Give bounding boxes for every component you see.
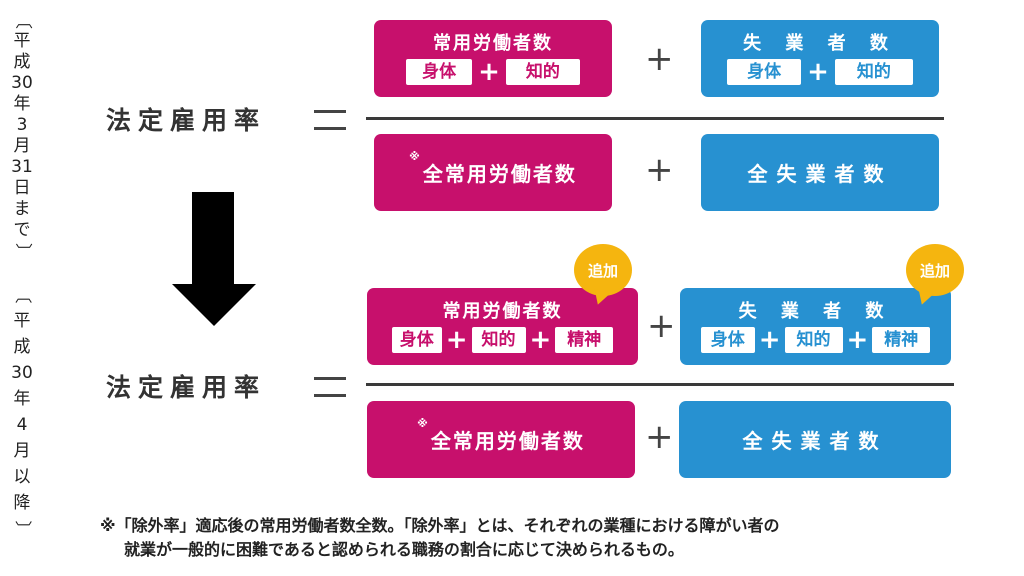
chip-intellectual: 知的 — [471, 326, 526, 353]
added-badge: 追加 — [906, 244, 964, 296]
chip-plus: + — [846, 324, 869, 355]
added-badge-text: 追加 — [919, 261, 950, 280]
footnote-line-1: ※「除外率」適応後の常用労働者数全数。「除外率」とは、それぞれの業種における障が… — [100, 516, 780, 535]
unemployed-numerator-box: 失 業 者 数 身体 + 知的 — [701, 20, 939, 97]
chip-intellectual: 知的 — [834, 58, 913, 85]
legal-employment-rate-label: 法定雇用率 — [106, 373, 267, 402]
bracket-open: 〔 — [12, 12, 33, 29]
all-unemployed-denominator-box: 全失業者数 — [679, 401, 951, 478]
period-char: ま — [13, 199, 31, 219]
chip-plus: + — [478, 56, 500, 87]
period-char: 日 — [13, 178, 31, 198]
added-badge: 追加 — [574, 244, 632, 296]
period-char: で — [13, 220, 31, 240]
period-char: 月 — [13, 441, 31, 461]
plus-sign: + — [645, 39, 674, 79]
fraction-line — [366, 383, 954, 386]
footnote: ※「除外率」適応後の常用労働者数全数。「除外率」とは、それぞれの業種における障が… — [100, 514, 780, 562]
box-title: ※全常用労働者数 — [409, 150, 577, 187]
chip-physical: 身体 — [727, 58, 802, 85]
bracket-close: 〕 — [12, 243, 33, 260]
period-char: 30 — [11, 363, 33, 383]
equals-sign — [314, 377, 346, 397]
all-employees-denominator-box: ※全常用労働者数 — [374, 134, 612, 211]
footnote-mark: ※ — [409, 150, 422, 163]
period-char: 3 — [16, 115, 28, 135]
chip-physical: 身体 — [406, 58, 473, 85]
chip-intellectual: 知的 — [784, 326, 843, 353]
chip-physical: 身体 — [391, 326, 442, 353]
box-title-text: 全常用労働者数 — [422, 162, 577, 186]
chip-plus: + — [807, 56, 829, 87]
plus-sign: + — [645, 417, 674, 457]
equals-sign — [314, 110, 346, 130]
box-title: 常用労働者数 — [433, 32, 553, 54]
chip-group: 身体 + 知的 + 精神 — [391, 324, 614, 355]
chip-mental: 精神 — [872, 326, 931, 353]
plus-sign: + — [647, 306, 676, 346]
fraction-line — [366, 117, 944, 120]
box-title-text: 全常用労働者数 — [430, 429, 585, 453]
chip-group: 身体 + 知的 + 精神 — [700, 324, 931, 355]
box-title: 失 業 者 数 — [743, 32, 897, 54]
period-char: 30 — [11, 73, 33, 93]
box-title: 失 業 者 数 — [738, 300, 893, 322]
added-badge-text: 追加 — [587, 261, 618, 280]
employees-numerator-box: 常用労働者数 身体 + 知的 — [374, 20, 612, 97]
footnote-line-2: 就業が一般的に困難であると認められる職務の割合に応じて決められるもの。 — [124, 540, 684, 559]
period-label-before: 〔 平 成 30 年 3 月 31 日 ま で 〕 — [10, 10, 34, 262]
period-char: 年 — [13, 389, 31, 409]
chip-plus: + — [445, 324, 468, 355]
bracket-close: 〕 — [12, 520, 32, 538]
period-label-after: 〔 平 成 30 年 4 月 以 降 〕 — [10, 282, 34, 542]
period-char: 降 — [13, 493, 31, 513]
period-char: 平 — [13, 31, 31, 51]
plus-sign: + — [645, 150, 674, 190]
period-char: 月 — [13, 136, 31, 156]
box-title: 全失業者数 — [747, 162, 893, 186]
chip-group: 身体 + 知的 — [727, 56, 913, 87]
chip-group: 身体 + 知的 — [406, 56, 580, 87]
chip-intellectual: 知的 — [505, 58, 580, 85]
chip-physical: 身体 — [700, 326, 755, 353]
footnote-mark: ※ — [417, 417, 430, 430]
chip-plus: + — [529, 324, 552, 355]
chip-mental: 精神 — [555, 326, 614, 353]
box-title: 常用労働者数 — [442, 300, 563, 322]
all-employees-denominator-box: ※全常用労働者数 — [367, 401, 635, 478]
box-title: 全失業者数 — [742, 429, 888, 453]
period-char: 年 — [13, 94, 31, 114]
down-arrow-icon — [172, 192, 256, 326]
legal-employment-rate-label: 法定雇用率 — [106, 106, 267, 135]
period-char: 4 — [16, 415, 28, 435]
employees-numerator-box: 常用労働者数 身体 + 知的 + 精神 — [367, 288, 638, 365]
period-char: 成 — [13, 337, 31, 357]
bracket-open: 〔 — [12, 286, 32, 304]
box-title: ※全常用労働者数 — [417, 417, 585, 454]
all-unemployed-denominator-box: 全失業者数 — [701, 134, 939, 211]
period-char: 31 — [11, 157, 33, 177]
chip-plus: + — [758, 324, 781, 355]
period-char: 成 — [13, 52, 31, 72]
period-char: 以 — [13, 467, 31, 487]
unemployed-numerator-box: 失 業 者 数 身体 + 知的 + 精神 — [680, 288, 951, 365]
period-char: 平 — [13, 311, 31, 331]
